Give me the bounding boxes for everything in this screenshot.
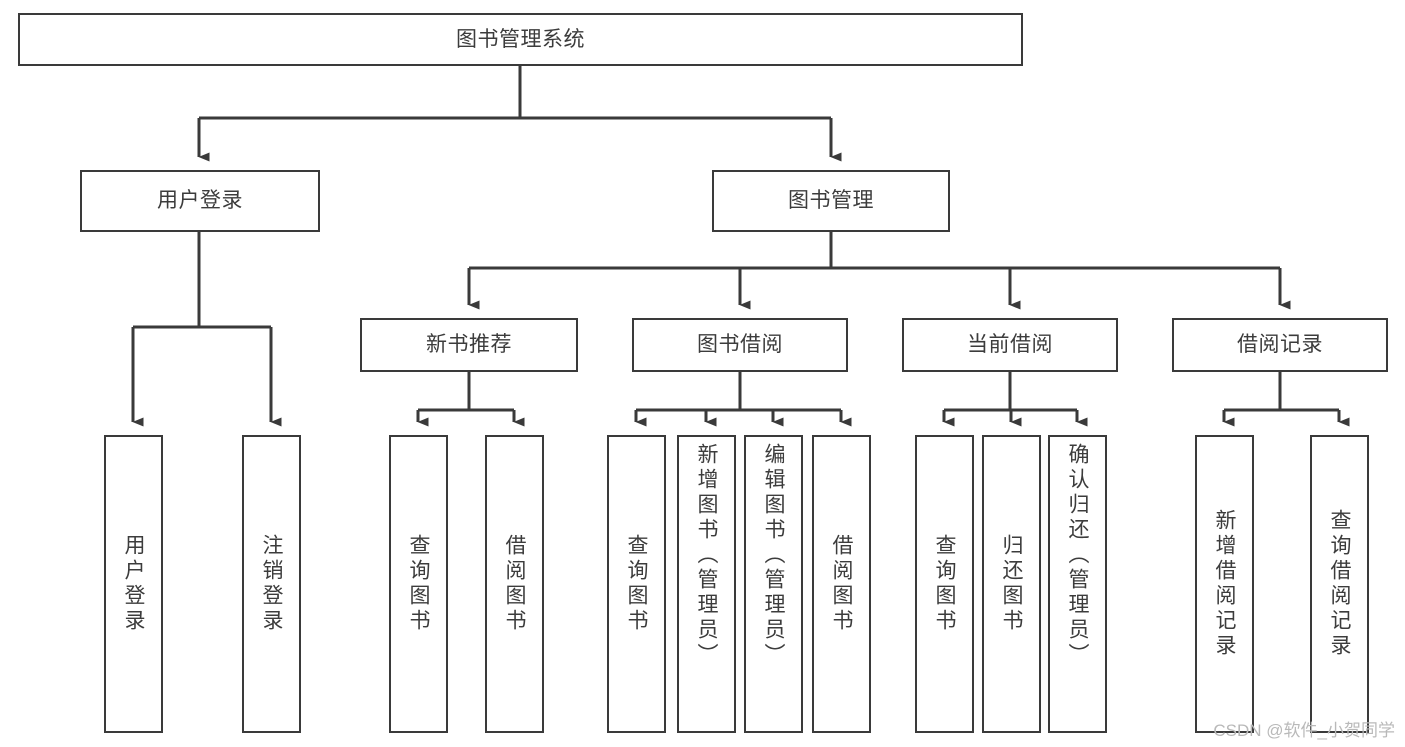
node-leaf-logout-label: 注销登录 — [260, 534, 283, 634]
node-leaf-query-books-borrow-label: 查询图书 — [625, 534, 648, 634]
node-new-book-recommend-label: 新书推荐 — [426, 333, 512, 357]
node-book-borrow[interactable]: 图书借阅 — [632, 318, 848, 372]
node-book-management[interactable]: 图书管理 — [712, 170, 950, 232]
node-current-borrow-label: 当前借阅 — [967, 333, 1053, 357]
node-leaf-borrow-books[interactable]: 借阅图书 — [812, 435, 871, 733]
node-leaf-confirm-return-admin-label: 确认归还（管理员） — [1066, 443, 1089, 668]
node-user-login-label: 用户登录 — [157, 189, 243, 213]
node-book-borrow-label: 图书借阅 — [697, 333, 783, 357]
node-leaf-borrow-books-label: 借阅图书 — [830, 534, 853, 634]
node-leaf-user-login[interactable]: 用户登录 — [104, 435, 163, 733]
node-leaf-edit-book-admin-label: 编辑图书（管理员） — [762, 443, 785, 668]
node-leaf-query-books-current-label: 查询图书 — [933, 534, 956, 634]
node-leaf-query-borrow-record-label: 查询借阅记录 — [1328, 509, 1351, 659]
node-current-borrow[interactable]: 当前借阅 — [902, 318, 1118, 372]
node-borrow-records[interactable]: 借阅记录 — [1172, 318, 1388, 372]
node-user-login[interactable]: 用户登录 — [80, 170, 320, 232]
node-root-book-management-system[interactable]: 图书管理系统 — [18, 13, 1023, 66]
node-leaf-add-book-admin[interactable]: 新增图书（管理员） — [677, 435, 736, 733]
node-borrow-records-label: 借阅记录 — [1237, 333, 1323, 357]
node-leaf-add-borrow-record[interactable]: 新增借阅记录 — [1195, 435, 1254, 733]
node-leaf-add-borrow-record-label: 新增借阅记录 — [1213, 509, 1236, 659]
node-new-book-recommend[interactable]: 新书推荐 — [360, 318, 578, 372]
node-leaf-query-books-borrow[interactable]: 查询图书 — [607, 435, 666, 733]
node-leaf-confirm-return-admin[interactable]: 确认归还（管理员） — [1048, 435, 1107, 733]
node-leaf-query-books-new[interactable]: 查询图书 — [389, 435, 448, 733]
node-leaf-return-books[interactable]: 归还图书 — [982, 435, 1041, 733]
node-leaf-return-books-label: 归还图书 — [1000, 534, 1023, 634]
node-leaf-query-books-current[interactable]: 查询图书 — [915, 435, 974, 733]
node-leaf-query-borrow-record[interactable]: 查询借阅记录 — [1310, 435, 1369, 733]
node-leaf-edit-book-admin[interactable]: 编辑图书（管理员） — [744, 435, 803, 733]
node-leaf-borrow-books-new-label: 借阅图书 — [503, 534, 526, 634]
node-leaf-borrow-books-new[interactable]: 借阅图书 — [485, 435, 544, 733]
node-book-management-label: 图书管理 — [788, 189, 874, 213]
node-leaf-query-books-new-label: 查询图书 — [407, 534, 430, 634]
node-leaf-user-login-label: 用户登录 — [122, 534, 145, 634]
node-leaf-add-book-admin-label: 新增图书（管理员） — [695, 443, 718, 668]
node-leaf-logout[interactable]: 注销登录 — [242, 435, 301, 733]
node-root-label: 图书管理系统 — [456, 27, 585, 51]
